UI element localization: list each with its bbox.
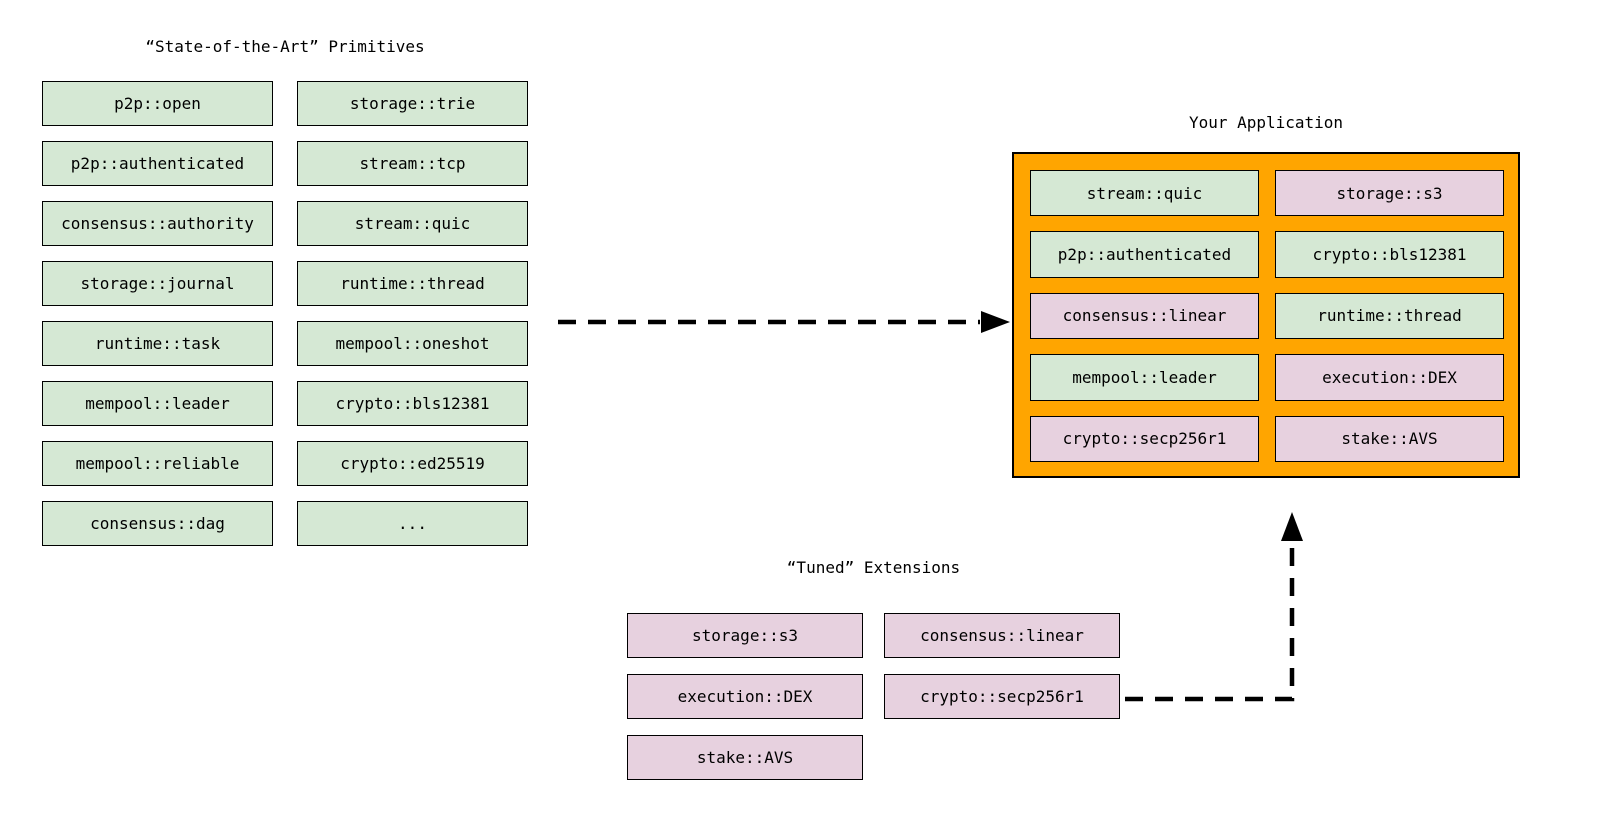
box-storage-trie: storage::trie	[297, 81, 528, 126]
box-consensus-authority: consensus::authority	[42, 201, 273, 246]
box-stream-quic: stream::quic	[297, 201, 528, 246]
app-box-stream-quic: stream::quic	[1030, 170, 1259, 217]
box-mempool-reliable: mempool::reliable	[42, 441, 273, 486]
box-ellipsis: ...	[297, 501, 528, 546]
box-crypto-bls12381: crypto::bls12381	[297, 381, 528, 426]
box-stream-tcp: stream::tcp	[297, 141, 528, 186]
box-mempool-leader: mempool::leader	[42, 381, 273, 426]
extensions-grid: storage::s3 consensus::linear execution:…	[627, 613, 1120, 780]
app-box-stake-avs: stake::AVS	[1275, 415, 1504, 462]
arrow-extensions-to-application	[1125, 512, 1303, 702]
box-runtime-task: runtime::task	[42, 321, 273, 366]
arrowhead-up-icon	[1281, 512, 1303, 541]
app-box-mempool-leader: mempool::leader	[1030, 354, 1259, 401]
app-box-crypto-secp256r1: crypto::secp256r1	[1030, 415, 1259, 462]
ext-box-stake-avs: stake::AVS	[627, 735, 863, 780]
app-box-storage-s3: storage::s3	[1275, 170, 1504, 217]
extensions-title: “Tuned” Extensions	[786, 558, 961, 577]
box-p2p-authenticated: p2p::authenticated	[42, 141, 273, 186]
box-consensus-dag: consensus::dag	[42, 501, 273, 546]
application-title: Your Application	[1188, 113, 1344, 132]
app-box-crypto-bls12381: crypto::bls12381	[1275, 231, 1504, 278]
arrow-primitives-to-application	[558, 311, 1010, 333]
box-crypto-ed25519: crypto::ed25519	[297, 441, 528, 486]
primitives-title: “State-of-the-Art” Primitives	[145, 37, 425, 56]
box-p2p-open: p2p::open	[42, 81, 273, 126]
ext-box-storage-s3: storage::s3	[627, 613, 863, 658]
ext-box-crypto-secp256r1: crypto::secp256r1	[884, 674, 1120, 719]
ext-box-execution-dex: execution::DEX	[627, 674, 863, 719]
app-box-execution-dex: execution::DEX	[1275, 354, 1504, 401]
arrowhead-right-icon	[981, 311, 1010, 333]
app-box-runtime-thread: runtime::thread	[1275, 292, 1504, 340]
app-box-p2p-authenticated: p2p::authenticated	[1030, 231, 1259, 278]
box-runtime-thread: runtime::thread	[297, 261, 528, 306]
ext-box-consensus-linear: consensus::linear	[884, 613, 1120, 658]
primitives-grid: p2p::open storage::trie p2p::authenticat…	[42, 81, 528, 546]
app-box-consensus-linear: consensus::linear	[1030, 292, 1259, 340]
application-container: stream::quic storage::s3 p2p::authentica…	[1012, 152, 1520, 478]
box-storage-journal: storage::journal	[42, 261, 273, 306]
box-mempool-oneshot: mempool::oneshot	[297, 321, 528, 366]
